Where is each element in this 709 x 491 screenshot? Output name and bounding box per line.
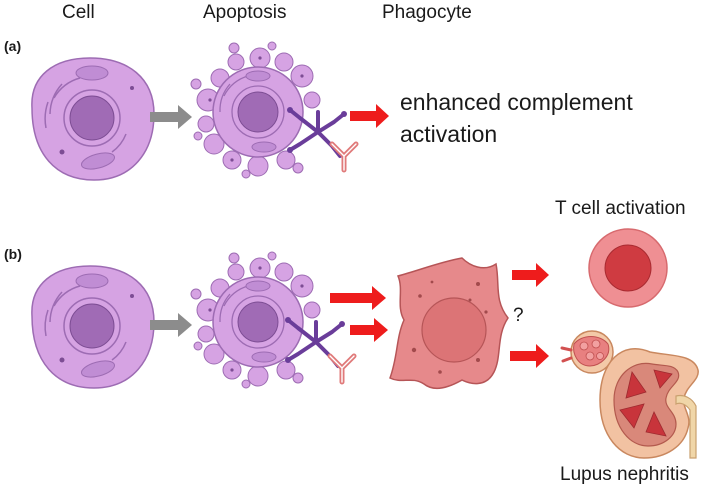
panel-b-red-arrow-to-tcell <box>512 263 549 287</box>
panel-b-red-arrow-upper <box>330 286 386 310</box>
kidney-icon <box>599 347 699 459</box>
glomerulus-icon <box>560 330 614 374</box>
header-apoptosis: Apoptosis <box>203 2 287 23</box>
panel-a-gray-arrow <box>150 105 192 129</box>
header-phagocyte: Phagocyte <box>382 2 472 23</box>
panel-label-b: (b) <box>4 246 22 262</box>
panel-b-healthy-cell <box>31 265 155 389</box>
panel-b-apoptotic-cell <box>190 251 321 389</box>
header-cell: Cell <box>62 2 95 23</box>
question-mark: ? <box>513 305 524 326</box>
panel-b-gray-arrow <box>150 313 192 337</box>
panel-a-apoptotic-cell <box>190 41 321 179</box>
panel-b-red-arrow-to-kidney <box>510 344 549 368</box>
lupus-nephritis-label: Lupus nephritis <box>560 464 689 485</box>
panel-a-red-arrow <box>350 104 389 128</box>
t-cell <box>588 228 668 308</box>
panel-b-red-antibody <box>330 356 354 382</box>
complement-text-line2: activation <box>400 121 498 147</box>
complement-text-line1: enhanced complement <box>400 89 633 115</box>
panel-label-a: (a) <box>4 38 22 54</box>
panel-a-red-antibody <box>332 144 356 170</box>
phagocyte <box>389 257 509 390</box>
panel-a-healthy-cell <box>31 57 155 181</box>
t-cell-activation-label: T cell activation <box>555 198 686 219</box>
panel-b-red-arrow-lower <box>350 318 388 342</box>
